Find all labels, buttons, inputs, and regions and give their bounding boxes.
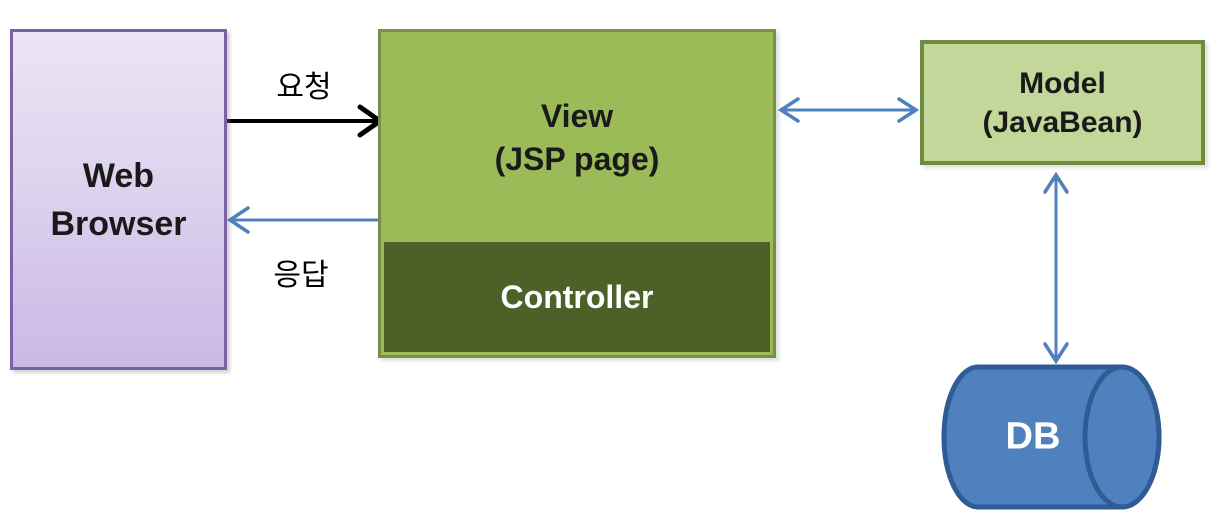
request-arrow [227,104,385,138]
web-browser-label-line1: Web [82,156,155,195]
db-cylinder [941,364,1162,510]
controller-label: Controller [500,278,654,315]
view-label-line2: (JSP page) [494,141,660,177]
controller-box: Controller [384,242,770,352]
view-box: View (JSP page) Controller [378,29,776,358]
view-model-arrow [777,97,920,123]
request-arrow-label: 요청 [276,71,332,104]
response-arrow-label: 응답 [273,259,329,292]
web-browser-label-line2: Browser [50,204,187,243]
model-box: Model (JavaBean) [920,40,1205,165]
web-browser-box: Web Browser [10,29,227,370]
model-db-arrow [1043,171,1069,365]
model-label-line2: (JavaBean) [982,105,1143,139]
model-label-line1: Model [1019,66,1106,100]
db-label: DB [1005,415,1061,458]
view-label-line1: View [540,98,614,134]
response-arrow [226,206,378,234]
